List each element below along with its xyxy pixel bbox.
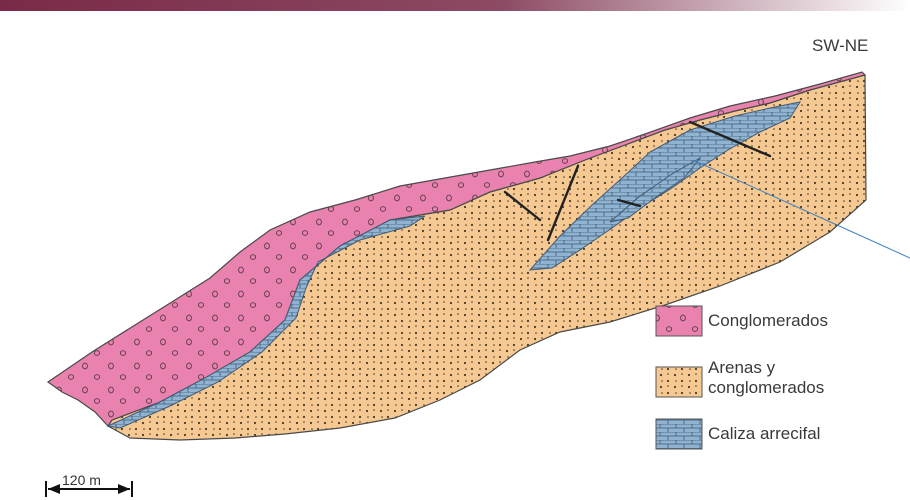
legend-item-caliza: Caliza arrecifal bbox=[656, 419, 820, 449]
header-bar bbox=[0, 0, 910, 11]
legend-label-arenas: Arenas y conglomerados bbox=[708, 358, 824, 398]
legend-item-arenas: Arenas y conglomerados bbox=[656, 358, 824, 398]
legend-item-conglomerados: Conglomerados bbox=[656, 306, 828, 336]
legend-label-conglomerados: Conglomerados bbox=[708, 311, 828, 331]
legend-label-caliza: Caliza arrecifal bbox=[708, 424, 820, 444]
orientation-label: SW-NE bbox=[812, 36, 868, 56]
scale-label: 120 m bbox=[62, 472, 101, 488]
